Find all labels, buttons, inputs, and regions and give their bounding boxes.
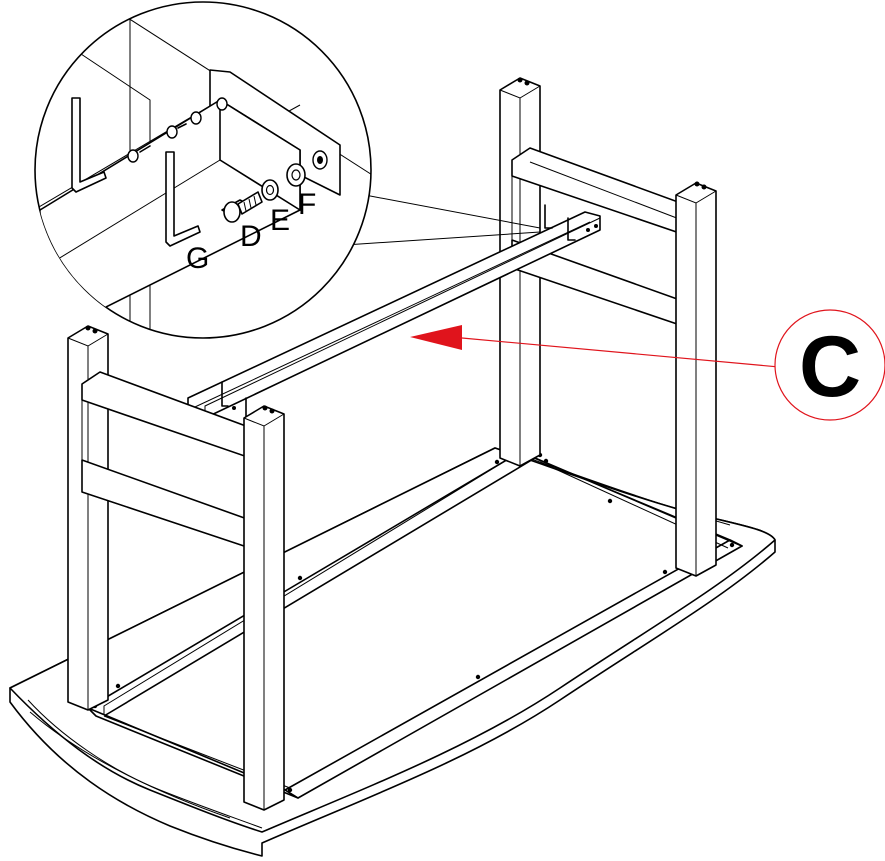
label-d: D <box>240 220 262 253</box>
washer-f <box>286 163 306 187</box>
table-top <box>9 447 776 857</box>
label-e: E <box>270 204 290 237</box>
bolt-d <box>221 191 263 223</box>
label-g: G <box>186 242 209 275</box>
back-leg-frame <box>499 77 717 577</box>
hex-key-g <box>165 151 201 247</box>
pointer-arrow-line <box>461 337 791 369</box>
front-leg-frame <box>67 325 285 811</box>
pointer-arrowhead <box>410 325 462 350</box>
detail-callout: G D E F <box>34 1 541 339</box>
label-f: F <box>298 188 316 221</box>
washer-e <box>261 179 279 201</box>
step-label: C <box>799 319 861 415</box>
step-circle <box>774 309 885 421</box>
step-indicator: C <box>410 309 885 421</box>
